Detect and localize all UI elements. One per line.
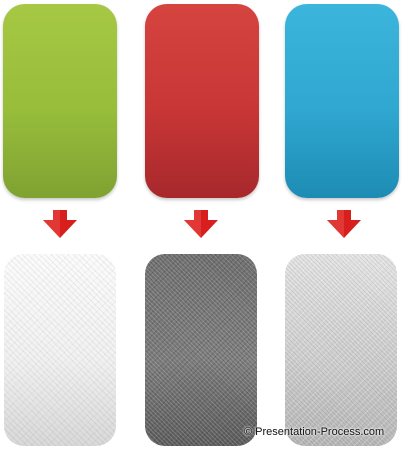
down-arrow-icon-shape (43, 210, 77, 238)
red-rounded-rectangle (145, 4, 259, 198)
down-arrow-icon (327, 210, 361, 238)
down-arrow-icon-shape (184, 210, 218, 238)
blue-rounded-rectangle (285, 4, 399, 198)
down-arrow-icon (43, 210, 77, 238)
dark-pencil-sketch-rectangle (145, 254, 257, 446)
down-arrow-icon-shape (327, 210, 361, 238)
green-rounded-rectangle (3, 4, 117, 198)
down-arrow-icon (184, 210, 218, 238)
light-pencil-sketch-rectangle (4, 254, 116, 446)
copyright-credit: © Presentation-Process.com (244, 426, 385, 438)
medium-pencil-sketch-rectangle (285, 254, 397, 446)
